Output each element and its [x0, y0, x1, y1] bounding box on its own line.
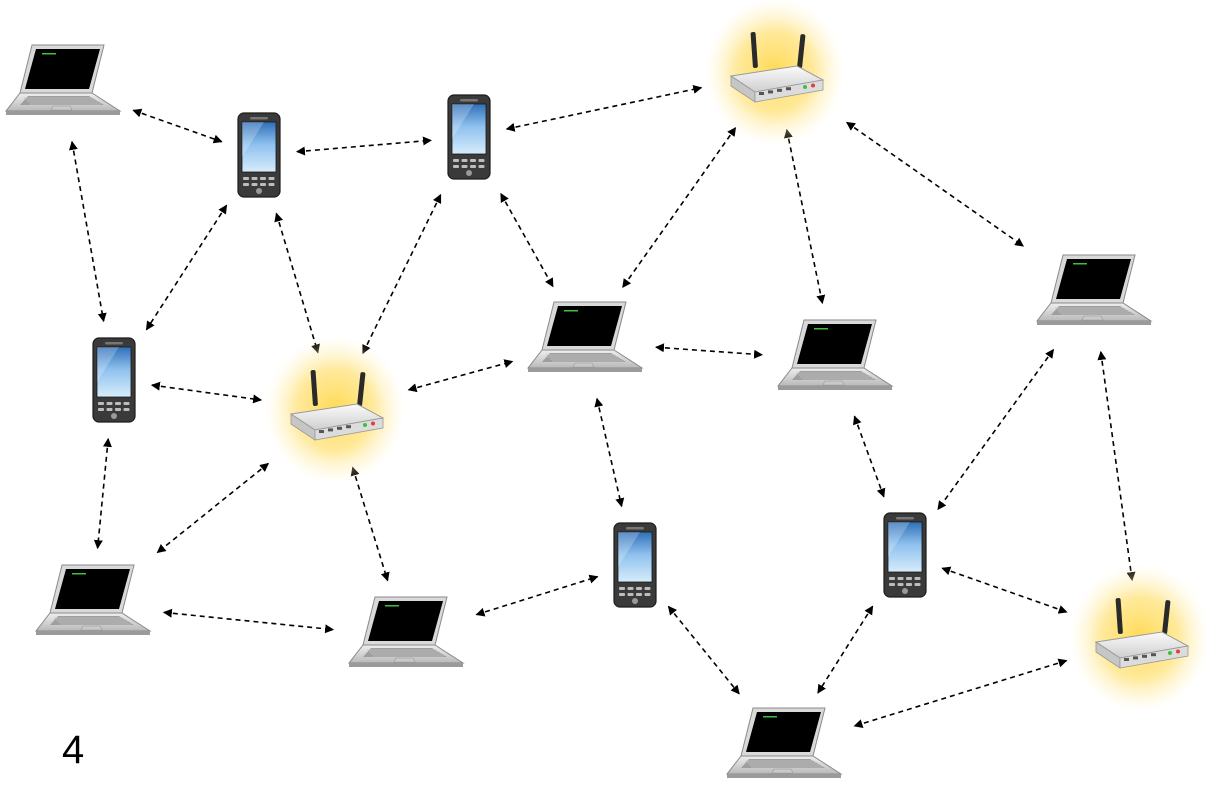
wifi-router-icon-router-a [705, 0, 845, 146]
smartphone-icon-phone-a [237, 112, 281, 198]
smartphone-icon-phone-c [92, 337, 136, 423]
smartphone-icon-phone-d [613, 522, 657, 608]
link-laptop-c-laptop-d [655, 343, 763, 359]
link-laptop-b-router-c [1097, 350, 1136, 582]
wifi-router-icon-router-c [1070, 564, 1210, 712]
link-laptop-d-phone-e [853, 415, 886, 498]
link-router-b-laptop-f [350, 466, 390, 582]
link-laptop-f-phone-d [475, 574, 599, 617]
link-router-a-laptop-c [622, 126, 737, 289]
laptop-icon-laptop-d [776, 319, 894, 390]
smartphone-icon-phone-b [447, 94, 491, 180]
laptop-icon-laptop-f [347, 596, 465, 667]
laptop-icon-laptop-b [1035, 254, 1153, 325]
link-phone-b-router-a [505, 84, 703, 132]
link-router-c-laptop-g [853, 658, 1068, 728]
link-phone-a-phone-c [145, 204, 228, 331]
link-laptop-a-phone-a [132, 108, 223, 144]
link-phone-b-laptop-c [500, 192, 554, 288]
laptop-icon-laptop-a [4, 44, 122, 115]
link-router-b-laptop-e [156, 462, 270, 554]
link-phone-a-router-b [274, 212, 320, 354]
link-phone-c-router-b [150, 381, 263, 404]
laptop-icon-laptop-g [725, 707, 843, 778]
link-router-b-laptop-c [407, 359, 514, 393]
link-laptop-a-phone-c [68, 140, 107, 323]
link-phone-b-router-b [362, 193, 442, 355]
wifi-router-icon-router-b [265, 336, 405, 484]
laptop-icon-laptop-e [34, 564, 152, 635]
link-phone-e-router-c [941, 566, 1068, 614]
link-phone-a-phone-b [296, 136, 432, 156]
link-laptop-c-phone-d [594, 397, 625, 508]
link-phone-d-laptop-g [667, 605, 740, 695]
smartphone-icon-phone-e [883, 512, 927, 598]
link-laptop-e-laptop-f [162, 608, 335, 634]
page-number: 4 [62, 728, 85, 772]
link-laptop-b-phone-e [937, 348, 1055, 511]
laptop-icon-laptop-c [526, 301, 644, 372]
link-router-a-laptop-b [845, 121, 1025, 247]
nodes-layer [4, 0, 1210, 778]
links-layer [68, 84, 1136, 728]
link-phone-e-laptop-g [817, 605, 874, 694]
link-phone-c-laptop-e [93, 437, 112, 550]
link-router-a-laptop-d [784, 128, 826, 305]
